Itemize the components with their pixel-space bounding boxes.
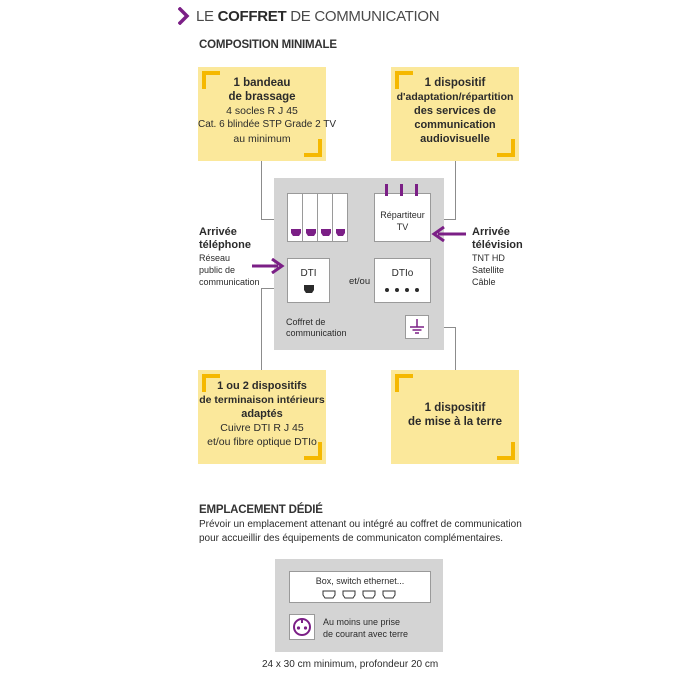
dispositif-line-4: communication (414, 119, 496, 131)
repartiteur-label-2: TV (396, 222, 409, 232)
dispositif-line-1: 1 dispositif (424, 77, 486, 89)
television-sub-2: Satellite (472, 265, 505, 275)
box-switch-label: Box, switch ethernet... (315, 576, 405, 586)
television-title-2: télévision (472, 239, 523, 251)
divider (302, 194, 303, 241)
connector-line (261, 288, 262, 370)
dispositif-line-3: des services de (414, 105, 496, 117)
bandeau-line-4: Cat. 6 blindée STP Grade 2 TV (198, 119, 337, 130)
telephone-sub-3: communication (199, 277, 260, 287)
bandeau-title-1: 1 bandeau (233, 77, 291, 89)
divider (332, 194, 333, 241)
divider (317, 194, 318, 241)
bandeau-line-3: 4 socles R J 45 (226, 105, 298, 117)
prise-label: Au moins une prise de courant avec terre (323, 616, 408, 640)
telephone-title-1: Arrivée (199, 226, 237, 238)
arrow-right-icon (252, 258, 285, 274)
power-outlet-icon (293, 618, 311, 636)
bandeau-title-2: de brassage (228, 91, 296, 103)
page-title: LE COFFRET DE COMMUNICATION (196, 7, 440, 25)
connector-line (455, 327, 456, 370)
arrivee-television: Arrivée télévision TNT HD Satellite Câbl… (472, 226, 523, 288)
prise-line-2: de courant avec terre (323, 629, 409, 639)
patch-panel (287, 193, 348, 242)
corner-accent (202, 374, 220, 392)
corner-accent (395, 374, 413, 392)
box-dispositifs-terminaison: 1 ou 2 dispositifs de terminaison intéri… (198, 370, 326, 464)
corner-accent (304, 139, 322, 157)
chevron-right-icon (178, 7, 190, 25)
box-mise-a-la-terre: 1 dispositif de mise à la terre (391, 370, 519, 464)
coax-connector-icons (385, 184, 418, 196)
dtio-box: DTIo (374, 258, 431, 303)
corner-accent (202, 71, 220, 89)
dtio-label: DTIo (391, 268, 414, 279)
corner-accent (497, 139, 515, 157)
dimensions-label: 24 x 30 cm minimum, profondeur 20 cm (262, 659, 439, 670)
coffret-communication: Répartiteur TV DTI et/ou DTIo Coffret de… (274, 178, 444, 350)
ground-terminal (405, 315, 429, 339)
telephone-sub-1: Réseau (199, 253, 231, 263)
dti-box-line-1: 1 ou 2 dispositifs (217, 380, 307, 392)
header: LE COFFRET DE COMMUNICATION (178, 6, 440, 26)
telephone-title-2: téléphone (199, 239, 251, 251)
box-bandeau-brassage: 1 bandeau de brassage 4 socles R J 45 Ca… (198, 67, 337, 161)
corner-accent (395, 71, 413, 89)
coffret-label-1: Coffret de (286, 317, 326, 327)
box-switch-panel: Box, switch ethernet... (289, 571, 431, 603)
dti-box-line-3: adaptés (241, 408, 283, 420)
corner-accent (497, 442, 515, 460)
et-ou-label: et/ou (349, 276, 371, 287)
box-dispositif-adaptation: 1 dispositif d'adaptation/répartition de… (391, 67, 519, 161)
television-title-1: Arrivée (472, 226, 510, 238)
dti-box-line-4: Cuivre DTI R J 45 (220, 422, 304, 434)
rj45-port-icons (291, 229, 345, 236)
arrow-left-icon (431, 226, 466, 242)
rj45-socket-icon (303, 285, 314, 293)
terre-line-1: 1 dispositif (424, 402, 486, 414)
dti-label: DTI (300, 268, 317, 279)
coffret-label: Coffret de communication (286, 317, 347, 339)
prise-line-1: Au moins une prise (323, 617, 401, 627)
terre-line-2: de mise à la terre (408, 416, 502, 428)
repartiteur-tv: Répartiteur TV (374, 193, 431, 242)
corner-accent (304, 442, 322, 460)
emplacement-title: EMPLACEMENT DÉDIÉ (199, 504, 323, 516)
composition-title: COMPOSITION MINIMALE (199, 39, 337, 51)
television-sub-1: TNT HD (472, 253, 505, 263)
arrivee-telephone: Arrivée téléphone Réseau public de commu… (199, 226, 260, 288)
repartiteur-label-1: Répartiteur (380, 210, 425, 220)
dispositif-line-2: d'adaptation/répartition (396, 91, 514, 103)
dti-box-line-5: et/ou fibre optique DTIo (207, 436, 317, 448)
bandeau-line-5: au minimum (233, 133, 291, 145)
telephone-sub-2: public de (199, 265, 236, 275)
dti-box: DTI (287, 258, 330, 303)
emplacement-description: Prévoir un emplacement attenant ou intég… (199, 518, 522, 546)
emplacement-line-2: pour accueillir des équipements de commu… (199, 533, 504, 544)
connector-line (261, 161, 262, 219)
dti-box-line-2: de terminaison intérieurs (199, 394, 325, 406)
emplacement-line-1: Prévoir un emplacement attenant ou intég… (199, 519, 522, 530)
ethernet-ports-icon (322, 590, 396, 599)
emplacement-box: Box, switch ethernet... Au moins une pri… (275, 559, 443, 652)
power-outlet (289, 614, 315, 640)
television-sub-3: Câble (472, 277, 496, 287)
connector-line (455, 161, 456, 219)
ground-icon (410, 319, 424, 334)
fiber-ports-icon (384, 288, 419, 292)
dispositif-line-5: audiovisuelle (420, 133, 490, 145)
coffret-label-2: communication (286, 328, 347, 338)
